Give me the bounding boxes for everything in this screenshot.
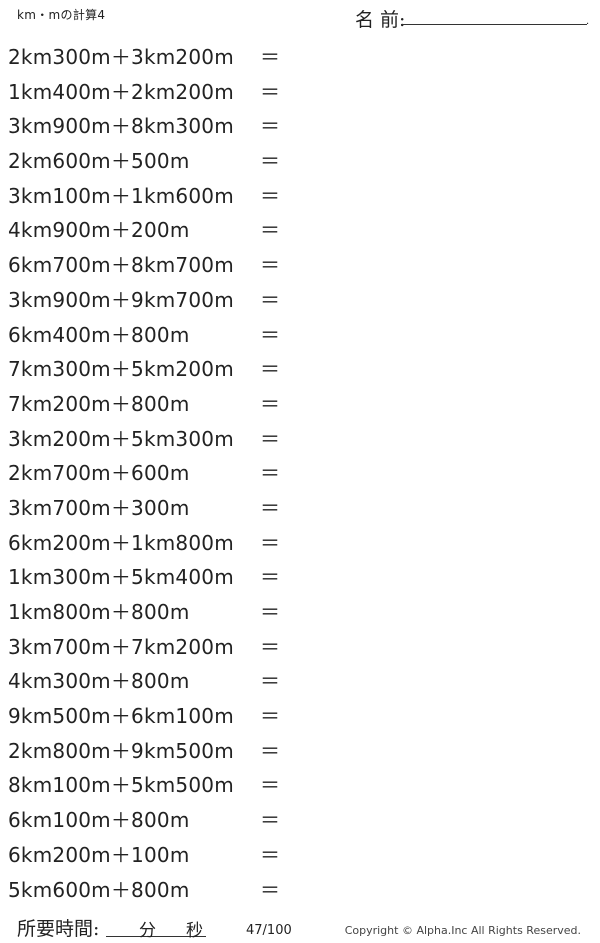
problem-expression: 6km200m＋1km800m [8,530,234,555]
problem-row: 6km700m＋8km700m ＝ [0,246,600,281]
equals-sign: ＝ [260,322,280,347]
problem-row: 6km200m＋1km800m ＝ [0,524,600,559]
copyright-text: Copyright © Alpha.Inc All Rights Reserve… [344,924,581,937]
problem-expression: 6km200m＋100m [8,842,190,867]
equals-sign: ＝ [260,391,280,416]
problem-row: 7km200m＋800m ＝ [0,385,600,420]
problem-expression: 3km700m＋7km200m [8,634,234,659]
problem-row: 6km200m＋100m ＝ [0,836,600,871]
problem-row: 2km700m＋600m ＝ [0,454,600,489]
problem-expression: 2km800m＋9km500m [8,738,234,763]
equals-sign: ＝ [260,426,280,451]
problem-expression: 6km700m＋8km700m [8,253,234,278]
problem-expression: 4km900m＋200m [8,218,190,243]
problem-expression: 2km300m＋3km200m [8,45,234,69]
problem-expression: 9km500m＋6km100m [8,704,234,729]
equals-sign: ＝ [260,808,280,833]
problem-expression: 8km100m＋5km500m [8,773,234,798]
problem-expression: 6km100m＋800m [8,808,190,833]
problem-row: 9km500m＋6km100m ＝ [0,697,600,732]
problem-expression: 4km300m＋800m [8,669,190,694]
problem-expression: 1km400m＋2km200m [8,79,234,104]
problem-row: 6km400m＋800m ＝ [0,316,600,351]
time-label: 所要時間: [17,918,100,940]
equals-sign: ＝ [260,704,280,729]
problem-expression: 3km700m＋300m [8,495,190,520]
equals-sign: ＝ [260,530,280,555]
equals-sign: ＝ [260,669,280,694]
equals-sign: ＝ [260,495,280,520]
minutes-label: 分 [139,921,156,941]
problem-row: 3km900m＋9km700m ＝ [0,281,600,316]
equals-sign: ＝ [260,877,280,902]
time-field-line[interactable] [106,936,206,937]
equals-sign: ＝ [260,738,280,763]
problem-expression: 7km200m＋800m [8,391,190,416]
name-field-line[interactable] [401,24,587,25]
problem-row: 3km700m＋7km200m ＝ [0,628,600,663]
problem-expression: 3km200m＋5km300m [8,426,234,451]
problem-expression: 2km600m＋500m [8,149,190,174]
problem-expression: 2km700m＋600m [8,461,190,486]
problem-row: 3km200m＋5km300m ＝ [0,420,600,455]
problem-expression: 1km800m＋800m [8,600,190,624]
problem-expression: 7km300m＋5km200m [8,357,234,382]
problem-list: 2km300m＋3km200m＝1km400m＋2km200m＝3km900m＋… [0,38,600,905]
equals-sign: ＝ [260,773,280,798]
equals-sign: ＝ [260,218,280,243]
problem-expression: 3km900m＋9km700m [8,287,234,312]
problem-row: 3km900m＋8km300m ＝ [0,107,600,142]
equals-sign: ＝ [260,79,280,104]
equals-sign: ＝ [260,253,280,278]
equals-sign: ＝ [260,183,280,208]
problem-row: 3km700m＋300m ＝ [0,489,600,524]
problem-row: 6km100m＋800m ＝ [0,801,600,836]
equals-sign: ＝ [260,565,280,590]
problem-expression: 5km600m＋800m [8,877,190,902]
seconds-label: 秒 [186,921,203,941]
problem-row: 3km100m＋1km600m ＝ [0,177,600,212]
problem-row: 2km800m＋9km500m ＝ [0,732,600,767]
problem-expression: 1km300m＋5km400m [8,565,234,590]
problem-row: 5km600m＋800m ＝ [0,871,600,906]
worksheet-title: km・mの計算4 [17,8,106,22]
problem-row: 8km100m＋5km500m ＝ [0,766,600,801]
equals-sign: ＝ [260,634,280,659]
equals-sign: ＝ [260,114,280,139]
equals-sign: ＝ [260,600,280,624]
problem-expression: 3km900m＋8km300m [8,114,234,139]
equals-sign: ＝ [260,842,280,867]
equals-sign: ＝ [260,287,280,312]
problem-row: 7km300m＋5km200m ＝ [0,350,600,385]
problem-row: 1km800m＋800m ＝ [0,593,600,628]
page-number: 47/100 [246,923,292,938]
equals-sign: ＝ [260,357,280,382]
problem-row: 2km300m＋3km200m ＝ [0,38,600,73]
problem-row: 4km900m＋200m ＝ [0,211,600,246]
equals-sign: ＝ [260,149,280,174]
problem-row: 4km300m＋800m ＝ [0,662,600,697]
problem-row: 1km400m＋2km200m ＝ [0,73,600,108]
equals-sign: ＝ [260,45,280,69]
problem-row: 2km600m＋500m ＝ [0,142,600,177]
name-label: 名 前: [355,9,406,31]
problem-expression: 3km100m＋1km600m [8,183,234,208]
equals-sign: ＝ [260,461,280,486]
problem-row: 1km300m＋5km400m ＝ [0,558,600,593]
name-field-end-dot: . [586,16,590,27]
problem-expression: 6km400m＋800m [8,322,190,347]
